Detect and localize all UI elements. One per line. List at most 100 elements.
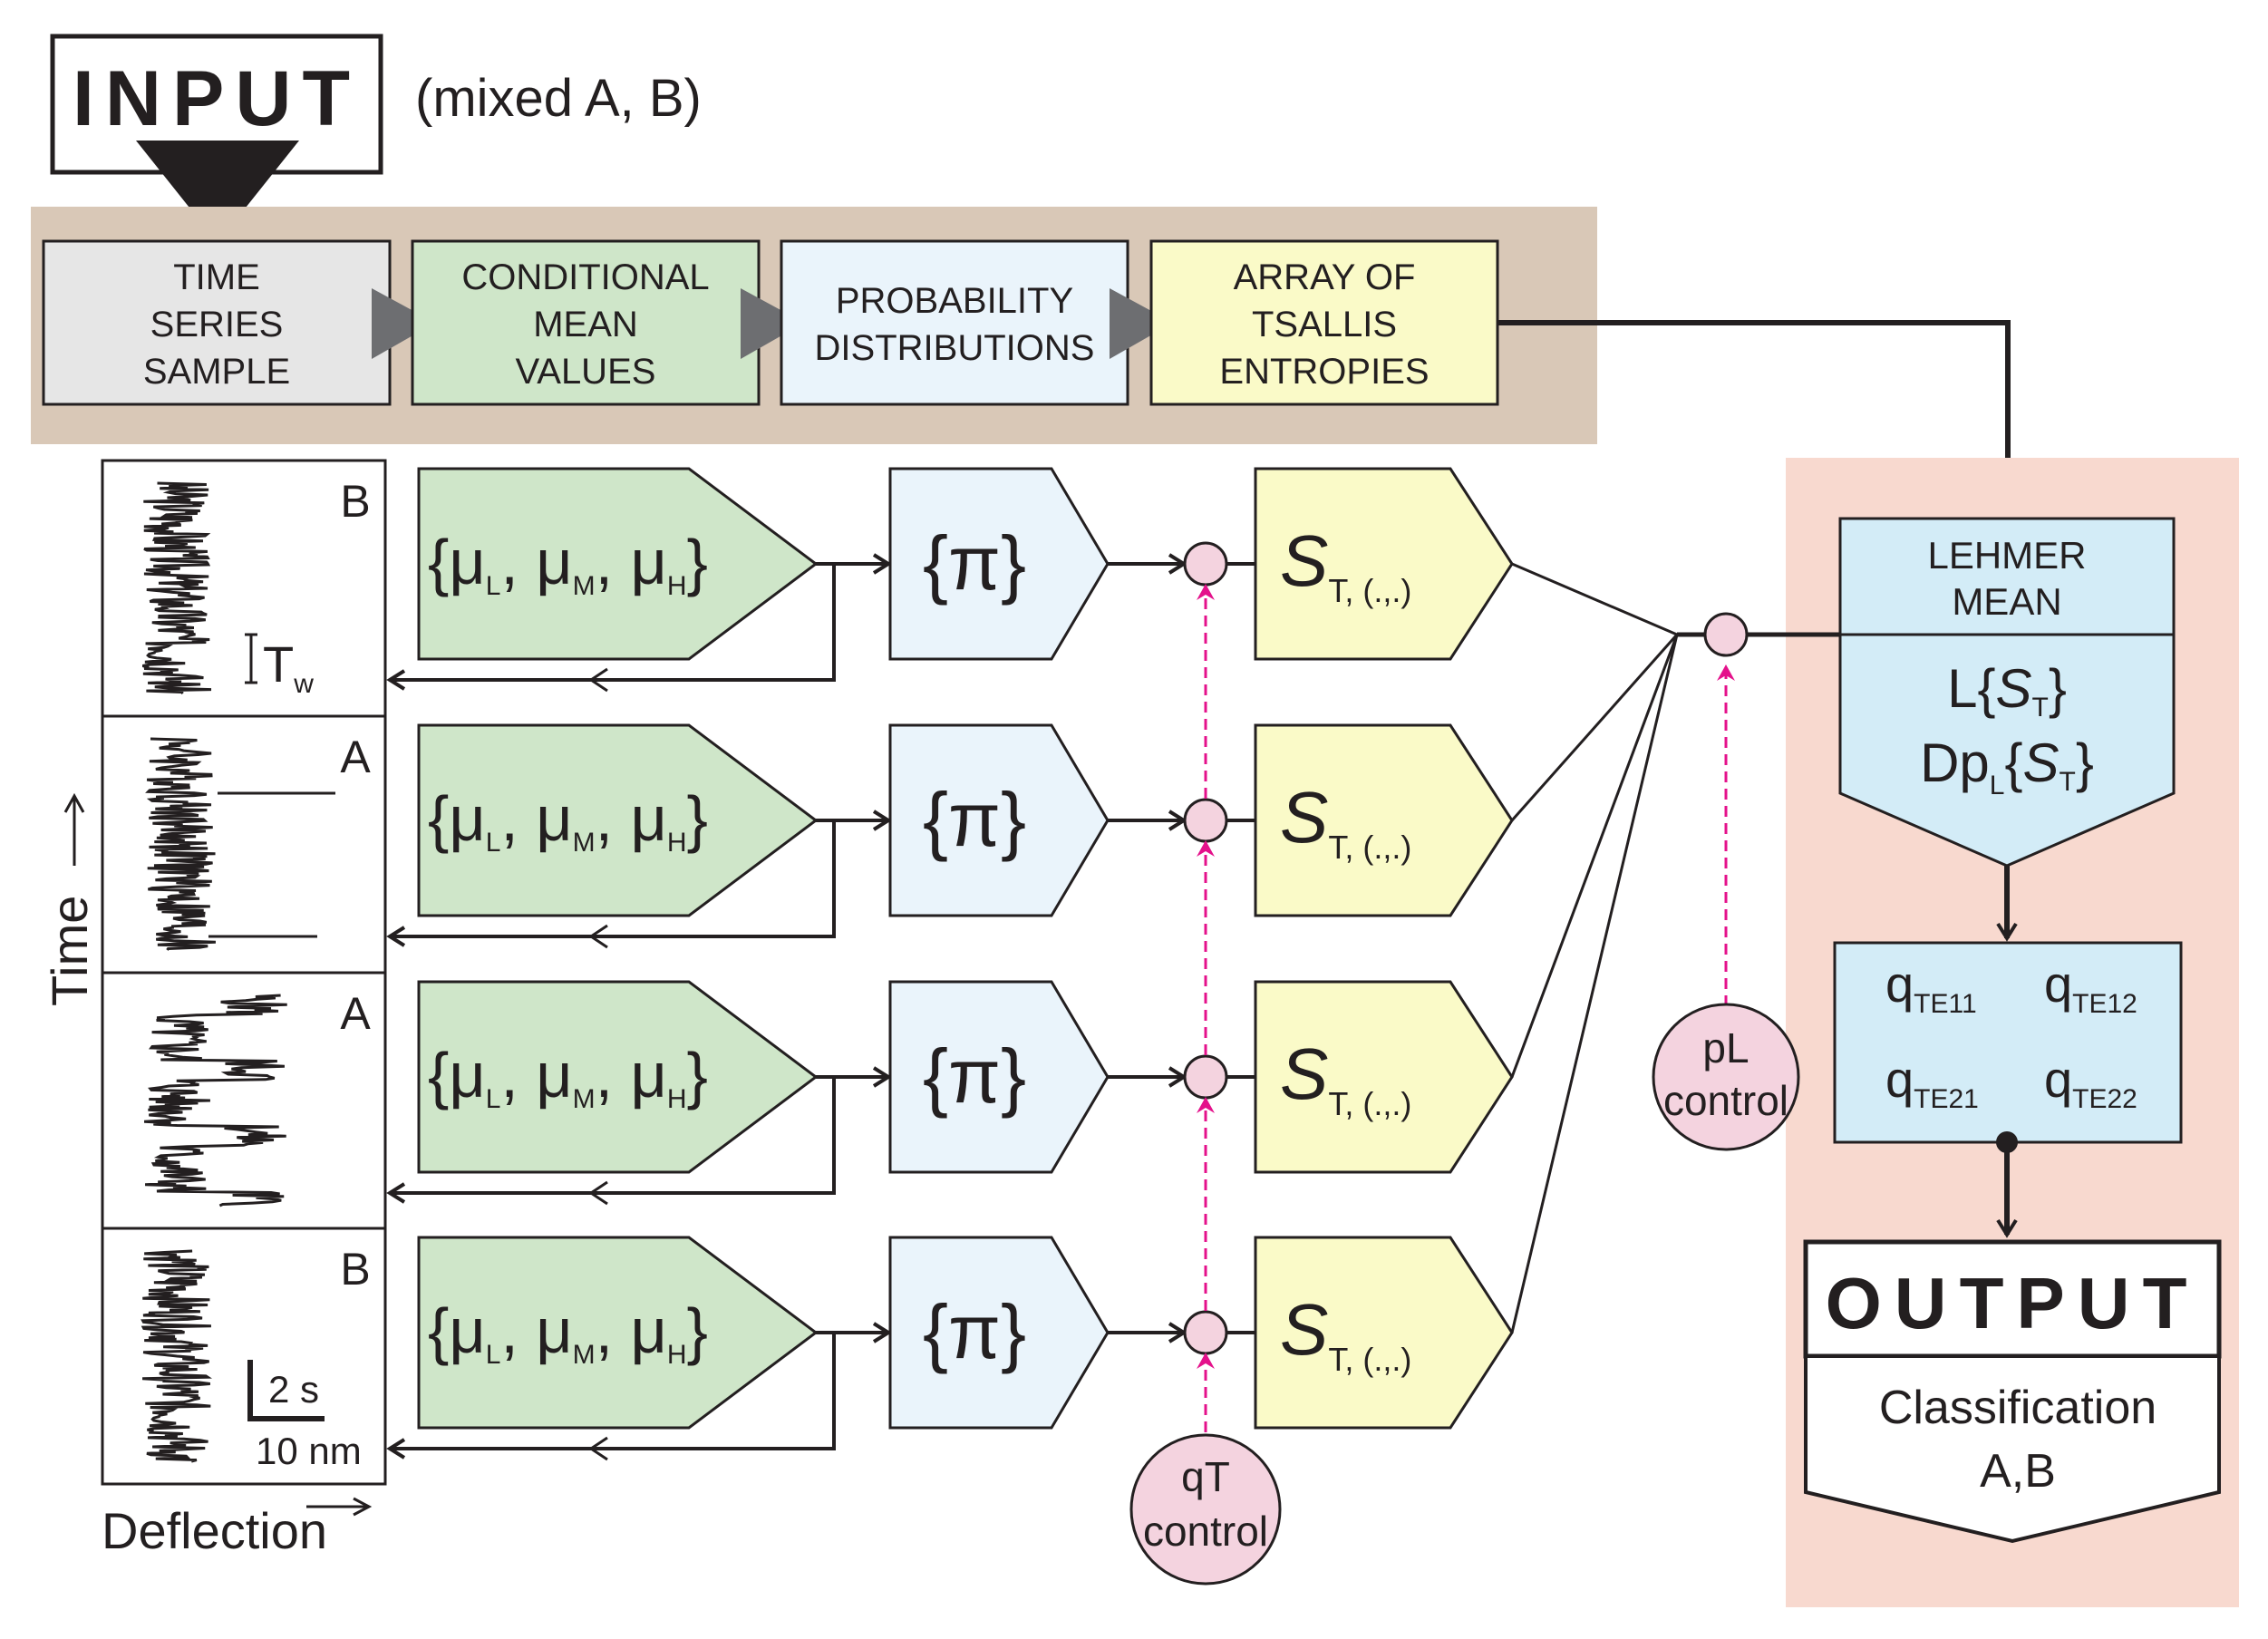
input-title: INPUT <box>73 55 361 142</box>
trace-level-lines <box>208 791 335 938</box>
q-control-node <box>1183 1054 1228 1100</box>
trace-class-label: A <box>340 988 371 1039</box>
pipeline-step-label: SERIES <box>150 305 284 344</box>
tsallis-entropy-box <box>1254 1236 1514 1430</box>
lehmer-body-box <box>1838 633 2176 868</box>
fan-in-line <box>1511 562 1678 636</box>
feedback-arrow <box>386 564 836 691</box>
output-title: OUTPUT <box>1826 1263 2200 1343</box>
pipeline-to-lehmer-connector <box>1497 320 2019 496</box>
pipeline-step-label: TIME <box>173 257 260 297</box>
input-arrow-icon <box>136 141 299 243</box>
probability-box <box>888 467 1110 661</box>
trace-class-label: A <box>340 732 371 782</box>
q-control-label-bottom: control <box>1143 1508 1268 1555</box>
conditional-mean-box <box>417 467 819 661</box>
pipeline-step-box <box>1149 239 1499 406</box>
lehmer-title-line2: MEAN <box>1952 580 2061 623</box>
row-4: B {μL, μM, μH} {π} ST, (.,.) <box>101 1227 1514 1486</box>
tsallis-entropy-label: ST, (.,.) <box>1280 1033 1411 1122</box>
time-series-trace <box>144 994 287 1207</box>
probability-box <box>888 1236 1110 1430</box>
probability-box <box>888 723 1110 917</box>
conditional-mean-box <box>417 980 819 1174</box>
tsallis-entropy-box <box>1254 467 1514 661</box>
pipeline-step-label: ARRAY OF <box>1234 257 1416 297</box>
pipeline-step-2: CONDITIONAL MEAN VALUES <box>411 239 804 406</box>
feedback-chevron-icon <box>588 667 608 693</box>
q-control-node <box>1183 1310 1228 1355</box>
probability-label: {π} <box>923 1289 1026 1374</box>
probability-box <box>888 980 1110 1174</box>
feedback-arrow <box>386 1077 836 1204</box>
conditional-mean-label: {μL, μM, μH} <box>428 1040 708 1114</box>
p-control-symbol: pL <box>1702 1024 1749 1072</box>
pipeline-step-label: VALUES <box>516 352 656 392</box>
scale-defl-label: 10 nm <box>256 1430 362 1472</box>
output-title-box <box>1803 1239 2222 1359</box>
q-matrix-box <box>1833 941 2183 1144</box>
row-1: B{μL, μM, μH}{π}ST, (.,.) <box>101 459 1514 718</box>
pipeline-step-label: CONDITIONAL <box>461 257 709 297</box>
scale-time-label: 2 s <box>268 1368 319 1411</box>
q-control-node <box>1183 798 1228 843</box>
feedback-chevron-icon <box>588 924 608 949</box>
q-control-circle <box>1129 1433 1282 1586</box>
pipeline-arrow-icon <box>741 288 804 359</box>
pipeline-band: TIME SERIES SAMPLE CONDITIONAL MEAN VALUES PRO… <box>31 207 2019 496</box>
p-control-circle <box>1652 1003 1800 1151</box>
pipeline-step-label: ENTROPIES <box>1219 352 1429 392</box>
output-block: OUTPUT Classification A,B <box>1803 1239 2222 1544</box>
fan-in-line <box>1510 634 1679 1334</box>
pipeline-step-box <box>411 239 761 406</box>
p-control-label-top: pL <box>1702 1024 1749 1072</box>
pipeline-step-label: TSALLIS <box>1252 305 1397 344</box>
pipeline-step-label: MEAN <box>533 305 638 344</box>
conditional-mean-box <box>417 1236 819 1430</box>
pipeline-arrow-icon <box>372 288 435 359</box>
feedback-arrow <box>386 1333 836 1460</box>
q-matrix-block: qTE11 qTE12 qTE21 qTE22 <box>1833 941 2183 1238</box>
output-body-box <box>1804 1354 2221 1544</box>
tsallis-entropy-box <box>1254 980 1514 1174</box>
conditional-mean-label: {μL, μM, μH} <box>428 1295 708 1370</box>
pipeline-step-box <box>780 239 1129 406</box>
pipeline-step-label: SAMPLE <box>143 352 290 392</box>
conditional-mean-box <box>417 723 819 917</box>
pipeline-step-1: TIME SERIES SAMPLE <box>42 239 435 406</box>
q-control-label-top: qT <box>1181 1453 1230 1500</box>
deflection-axis-label: Deflection <box>102 1502 327 1559</box>
feedback-chevron-icon <box>588 1436 608 1461</box>
scale-bar <box>247 1360 325 1421</box>
input-block: INPUT (mixed A, B) <box>50 34 702 243</box>
deflection-axis-arrow-icon <box>306 1497 373 1517</box>
trace-class-label: B <box>340 1244 370 1295</box>
processing-rows: B {μL, μM, μH} {π} ST, (.,.) A {μL, μM, μH} {π… <box>101 459 1514 1486</box>
row-2: A{μL, μM, μH}{π}ST, (.,.) <box>101 714 1514 975</box>
tsallis-entropy-label: ST, (.,.) <box>1280 1289 1411 1378</box>
output-line1: Classification <box>1879 1382 2157 1434</box>
lehmer-title-line1: LEHMER <box>1927 534 2086 577</box>
pipeline-step-label: PROBABILITY <box>836 281 1073 321</box>
output-line2: A,B <box>1980 1445 2056 1498</box>
feedback-arrow <box>386 820 836 947</box>
entropy-fan-in <box>1510 562 1679 1334</box>
pipeline-step-4: ARRAY OF TSALLIS ENTROPIES <box>1149 239 1499 406</box>
window-bracket-icon <box>245 633 257 684</box>
trace-panel <box>101 714 387 975</box>
conditional-mean-label: {μL, μM, μH} <box>428 783 708 858</box>
tsallis-entropy-label: ST, (.,.) <box>1280 777 1411 866</box>
lehmer-block: LEHMER MEAN L{ST} DpL{ST} <box>1838 517 2176 942</box>
probability-label: {π} <box>923 520 1026 606</box>
lehmer-l-formula: L{ST} <box>1947 658 2067 723</box>
conditional-mean-label: {μL, μM, μH} <box>428 527 708 601</box>
q-control-node <box>1183 541 1228 587</box>
q-control: qT control <box>1129 1433 1282 1586</box>
time-series-trace <box>141 481 212 695</box>
trace-class-label: B <box>340 476 370 527</box>
probability-label: {π} <box>923 1033 1026 1119</box>
row-3: A {μL, μM, μH} {π} ST, (.,.) <box>101 971 1514 1230</box>
p-control-label-bottom: control <box>1663 1077 1788 1124</box>
